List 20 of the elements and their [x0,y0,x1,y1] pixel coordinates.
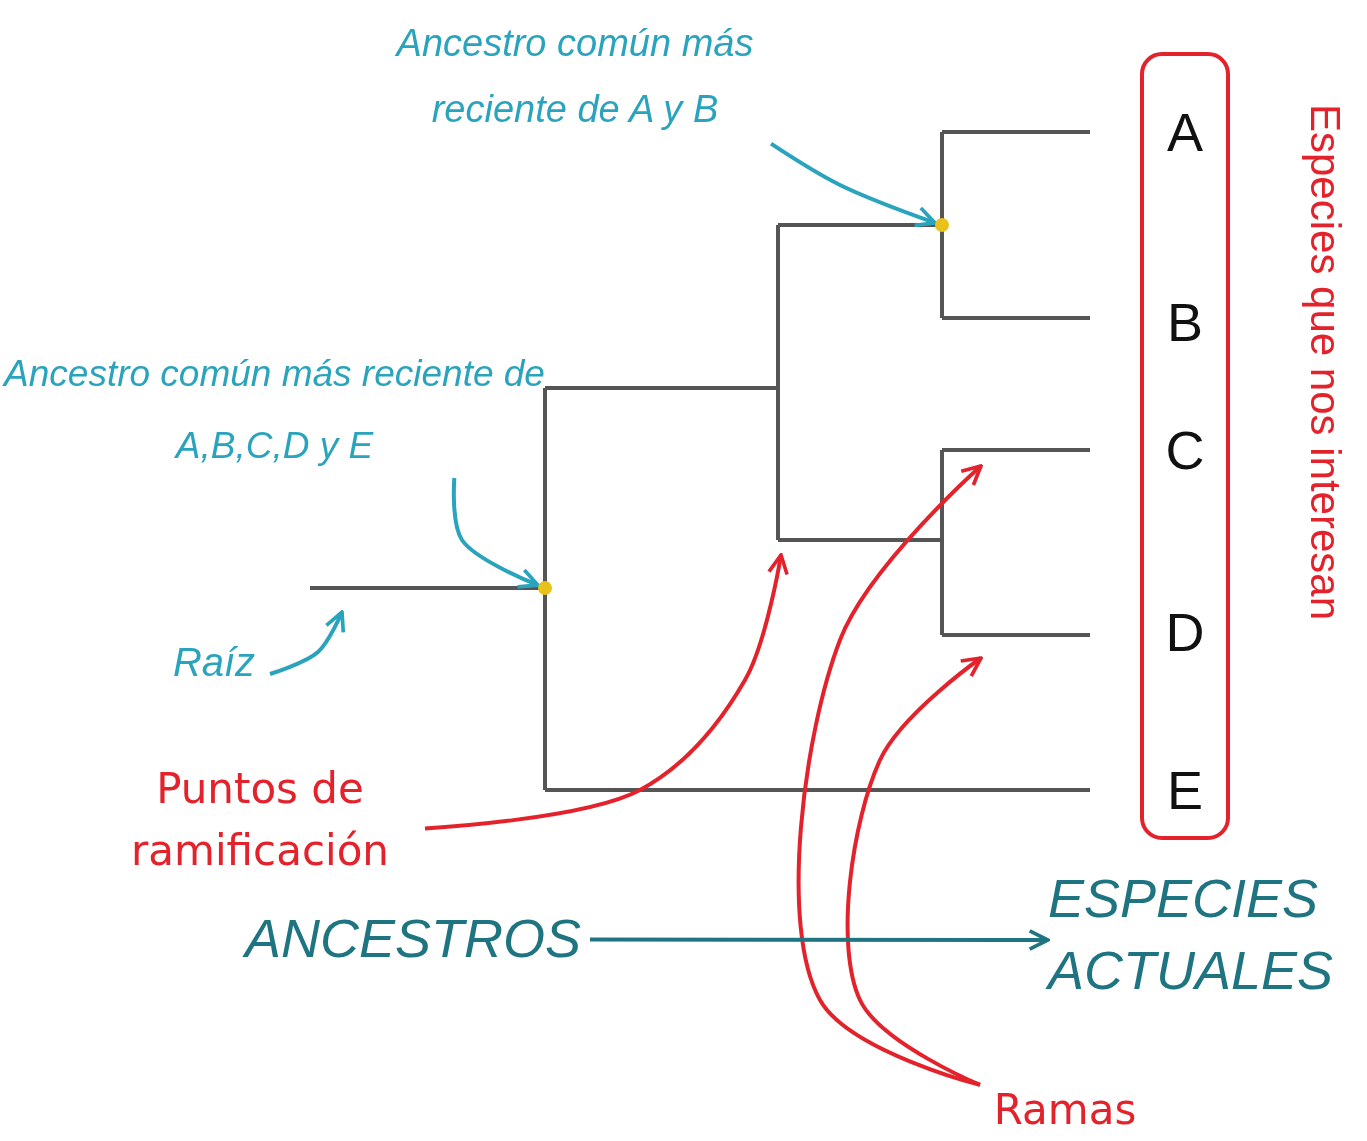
annotation-label: Ancestro común más reciente de A,B,C,D y E [2,352,546,468]
arrow [845,656,983,1087]
arrow [590,929,1050,951]
branch-point-dot [935,218,949,232]
species-letter: C [1164,420,1206,480]
annotation-label: Puntos de ramificación [130,763,390,877]
species-letter: D [1164,602,1206,662]
species-letter: E [1166,760,1204,820]
branch-point-dot [538,581,552,595]
annotation-label: Ancestro común más reciente de A y B [394,21,755,132]
annotation-label: Ramas [992,1084,1138,1136]
arrow [424,553,789,831]
species-letter: A [1166,102,1204,162]
arrow [796,464,983,1087]
arrow [769,141,937,228]
species-heading: Especies que nos interesan [1301,104,1350,620]
arrow [451,477,540,589]
species-letter: B [1166,292,1204,352]
arrow [269,610,345,676]
annotation-label: Raíz [171,639,257,686]
